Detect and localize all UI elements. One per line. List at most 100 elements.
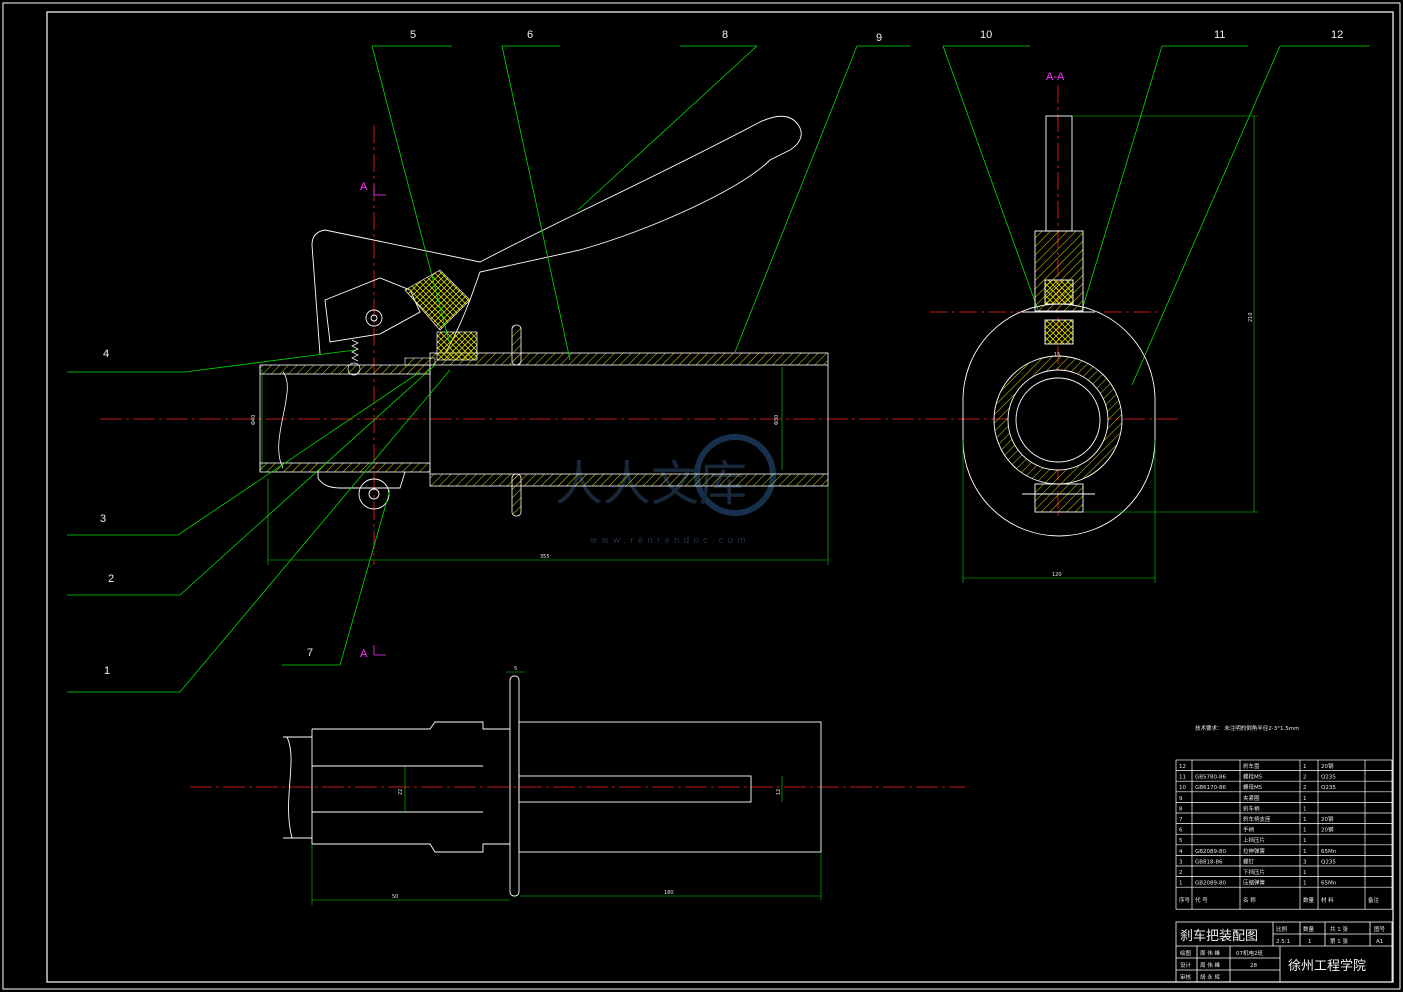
parts-cell-qty: 2 (1303, 785, 1307, 791)
parts-cell-material: Q235 (1321, 785, 1336, 791)
watermark: 人人文库 www.renrendoc.com (555, 434, 776, 546)
parts-cell-name: 压缩弹簧 (1243, 879, 1266, 887)
parts-header-no: 序号 (1179, 896, 1191, 904)
parts-cell-no: 9 (1179, 796, 1183, 802)
title-class: 07机电2班 (1236, 949, 1263, 957)
inner-border (46, 11, 1394, 983)
parts-header-material: 材 料 (1321, 896, 1334, 904)
parts-header-name: 名 称 (1243, 896, 1256, 904)
parts-cell-material: Q235 (1321, 859, 1336, 865)
parts-cell-name: 螺钉 (1243, 857, 1255, 865)
balloon-2: 2 (108, 573, 114, 585)
section-title: A-A (1046, 71, 1065, 83)
leaders (67, 45, 1370, 693)
parts-cell-name: 刹车盘 (1243, 762, 1260, 770)
title-school: 徐州工程学院 (1288, 958, 1366, 974)
parts-cell-no: 6 (1179, 828, 1183, 834)
title-check-name: 胡 永 辉 (1200, 973, 1220, 981)
parts-header-code: 代 号 (1195, 896, 1208, 904)
parts-cell-qty: 3 (1303, 859, 1307, 865)
parts-cell-name: 拉伸弹簧 (1243, 847, 1266, 855)
balloon-6: 6 (527, 29, 533, 41)
parts-cell-name: 手柄 (1243, 826, 1255, 834)
title-design-label: 设计 (1180, 961, 1192, 969)
parts-cell-no: 2 (1179, 870, 1183, 876)
balloon-8: 8 (722, 29, 728, 41)
parts-cell-name: 刹车柄 (1243, 804, 1260, 812)
parts-cell-no: 8 (1179, 806, 1183, 812)
parts-cell-name: 下挡压片 (1243, 868, 1265, 876)
title-scale-value: 2.5:1 (1276, 939, 1290, 945)
title-qty-label: 数量 (1303, 925, 1315, 933)
title-drawn-name: 周 伟 峰 (1200, 949, 1220, 957)
parts-cell-qty: 1 (1303, 764, 1307, 770)
title-dwgno-value: A1 (1376, 939, 1383, 945)
parts-cell-name: 螺栓M5 (1243, 773, 1263, 781)
parts-cell-no: 12 (1179, 764, 1186, 770)
dim-plan-width: 5 (514, 666, 517, 672)
parts-cell-name: 刹车柄支座 (1243, 815, 1271, 823)
title-drawn-label: 绘图 (1180, 949, 1192, 957)
dims-main (261, 367, 829, 565)
parts-cell-name: 螺母M5 (1243, 783, 1263, 791)
parts-cell-qty: 1 (1303, 881, 1307, 887)
dim-plan-dia-a: 22 (398, 789, 404, 795)
parts-cell-no: 7 (1179, 817, 1183, 823)
dim-section-width: 120 (1052, 572, 1062, 578)
dim-tube-right: Φ30 (774, 415, 780, 425)
parts-cell-qty: 1 (1303, 849, 1307, 855)
parts-header-note: 备注 (1368, 896, 1380, 904)
section-view (962, 115, 1156, 537)
parts-cell-qty: 2 (1303, 775, 1307, 781)
parts-cell-material: 65Mn (1321, 849, 1337, 855)
parts-cell-material: 20钢 (1321, 815, 1334, 823)
section-mark-bottom: A (360, 648, 368, 660)
parts-cell-no: 4 (1179, 849, 1183, 855)
title-block (1175, 921, 1393, 983)
parts-cell-material: Q235 (1321, 775, 1336, 781)
plan-view (283, 675, 822, 897)
parts-cell-code: GB818-86 (1195, 859, 1223, 865)
parts-cell-qty: 1 (1303, 817, 1307, 823)
parts-cell-no: 10 (1179, 785, 1186, 791)
parts-cell-qty: 1 (1303, 870, 1307, 876)
section-marks (373, 185, 386, 656)
parts-cell-code: GB6170-86 (1195, 785, 1227, 791)
parts-cell-no: 1 (1179, 881, 1183, 887)
watermark-url: www.renrendoc.com (590, 536, 750, 546)
balloon-5: 5 (410, 29, 416, 41)
parts-header-qty: 数量 (1303, 896, 1315, 904)
title-check-label: 审核 (1180, 973, 1192, 981)
balloon-7: 7 (307, 647, 313, 659)
parts-cell-code: GB2089-80 (1195, 881, 1227, 887)
dim-section-inner: 15 (1054, 352, 1060, 358)
balloon-4: 4 (103, 348, 109, 360)
balloon-10: 10 (980, 29, 992, 41)
dims-plan (311, 671, 822, 905)
dim-plan-left: 50 (392, 894, 398, 900)
dim-overall-length: 355 (540, 554, 550, 560)
parts-cell-qty: 1 (1303, 828, 1307, 834)
balloon-12: 12 (1331, 29, 1343, 41)
title-dwgno-label: 图号 (1374, 925, 1386, 933)
title-student-no: 28 (1250, 963, 1257, 969)
dim-plan-dia-b: 12 (776, 789, 782, 795)
balloon-11: 11 (1214, 29, 1225, 41)
parts-table (1175, 759, 1393, 910)
parts-cell-name: 上挡压片 (1243, 836, 1265, 844)
balloon-1: 1 (104, 665, 110, 677)
parts-cell-material: 20钢 (1321, 826, 1334, 834)
dim-plan-right: 180 (664, 890, 674, 896)
parts-cell-code: GB2089-80 (1195, 849, 1227, 855)
brake-pads (347, 269, 478, 376)
parts-cell-qty: 1 (1303, 838, 1307, 844)
parts-cell-no: 11 (1179, 775, 1186, 781)
title-sheet: 第 1 张 (1330, 937, 1348, 945)
parts-cell-code: GB5780-86 (1195, 775, 1227, 781)
dim-tube-left: Φ40 (251, 415, 257, 425)
parts-cell-qty: 1 (1303, 796, 1307, 802)
section-mark-top: A (360, 181, 368, 193)
